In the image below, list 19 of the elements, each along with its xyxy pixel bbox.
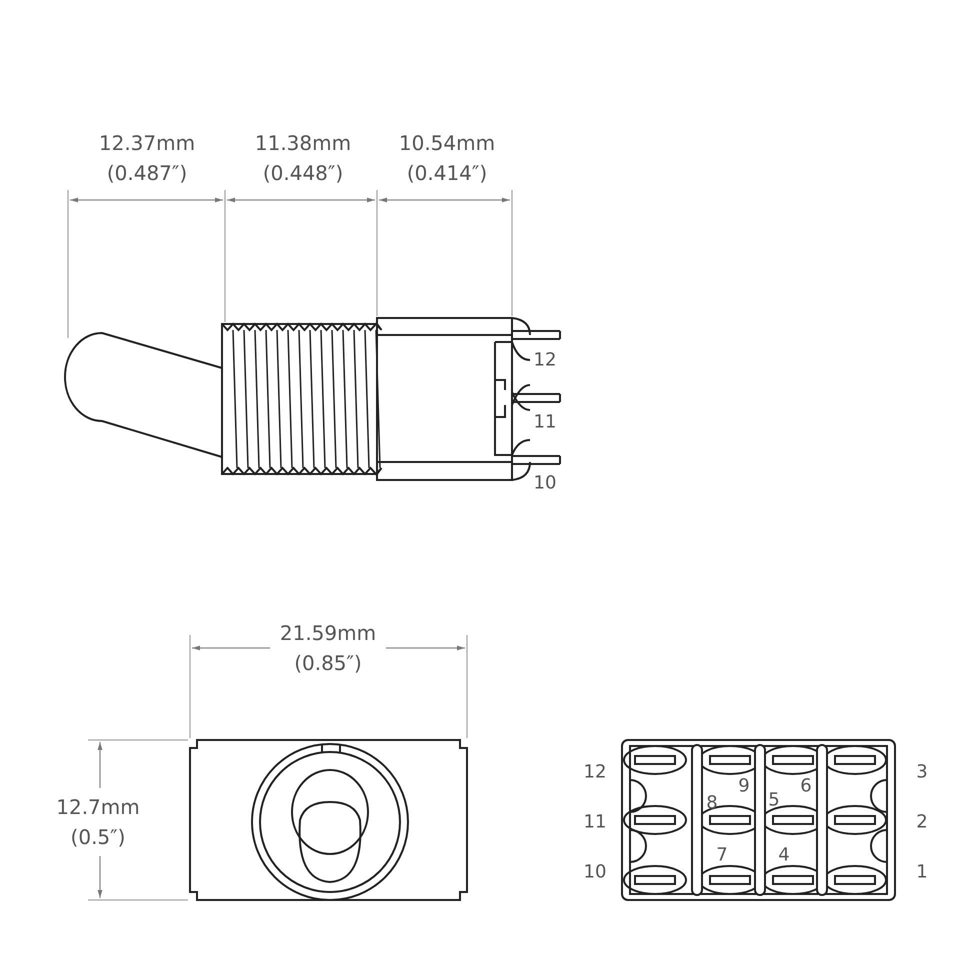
pin-number: 9 [738,774,750,798]
pin-number: 5 [768,788,780,812]
pin-number: 11 [534,410,556,434]
dimension-label: 11.38mm (0.448″) [254,130,352,187]
pin-number: 10 [534,472,556,496]
dimension-label: 10.54mm (0.414″) [398,130,496,187]
pin-number: 3 [916,760,928,784]
pin-number: 10 [584,860,606,884]
pin-number: 2 [916,810,928,834]
pin-number: 1 [916,860,928,884]
dimension-label: 21.59mm (0.85″) [278,620,378,677]
pin-number: 6 [800,774,812,798]
dimension-label: 12.7mm (0.5″) [55,794,141,851]
pin-number: 7 [716,844,728,868]
pin-number: 4 [778,844,790,868]
pin-number: 12 [534,348,556,372]
pin-number: 12 [584,760,606,784]
pin-number: 11 [584,810,606,834]
dimension-label: 12.37mm (0.487″) [98,130,196,187]
